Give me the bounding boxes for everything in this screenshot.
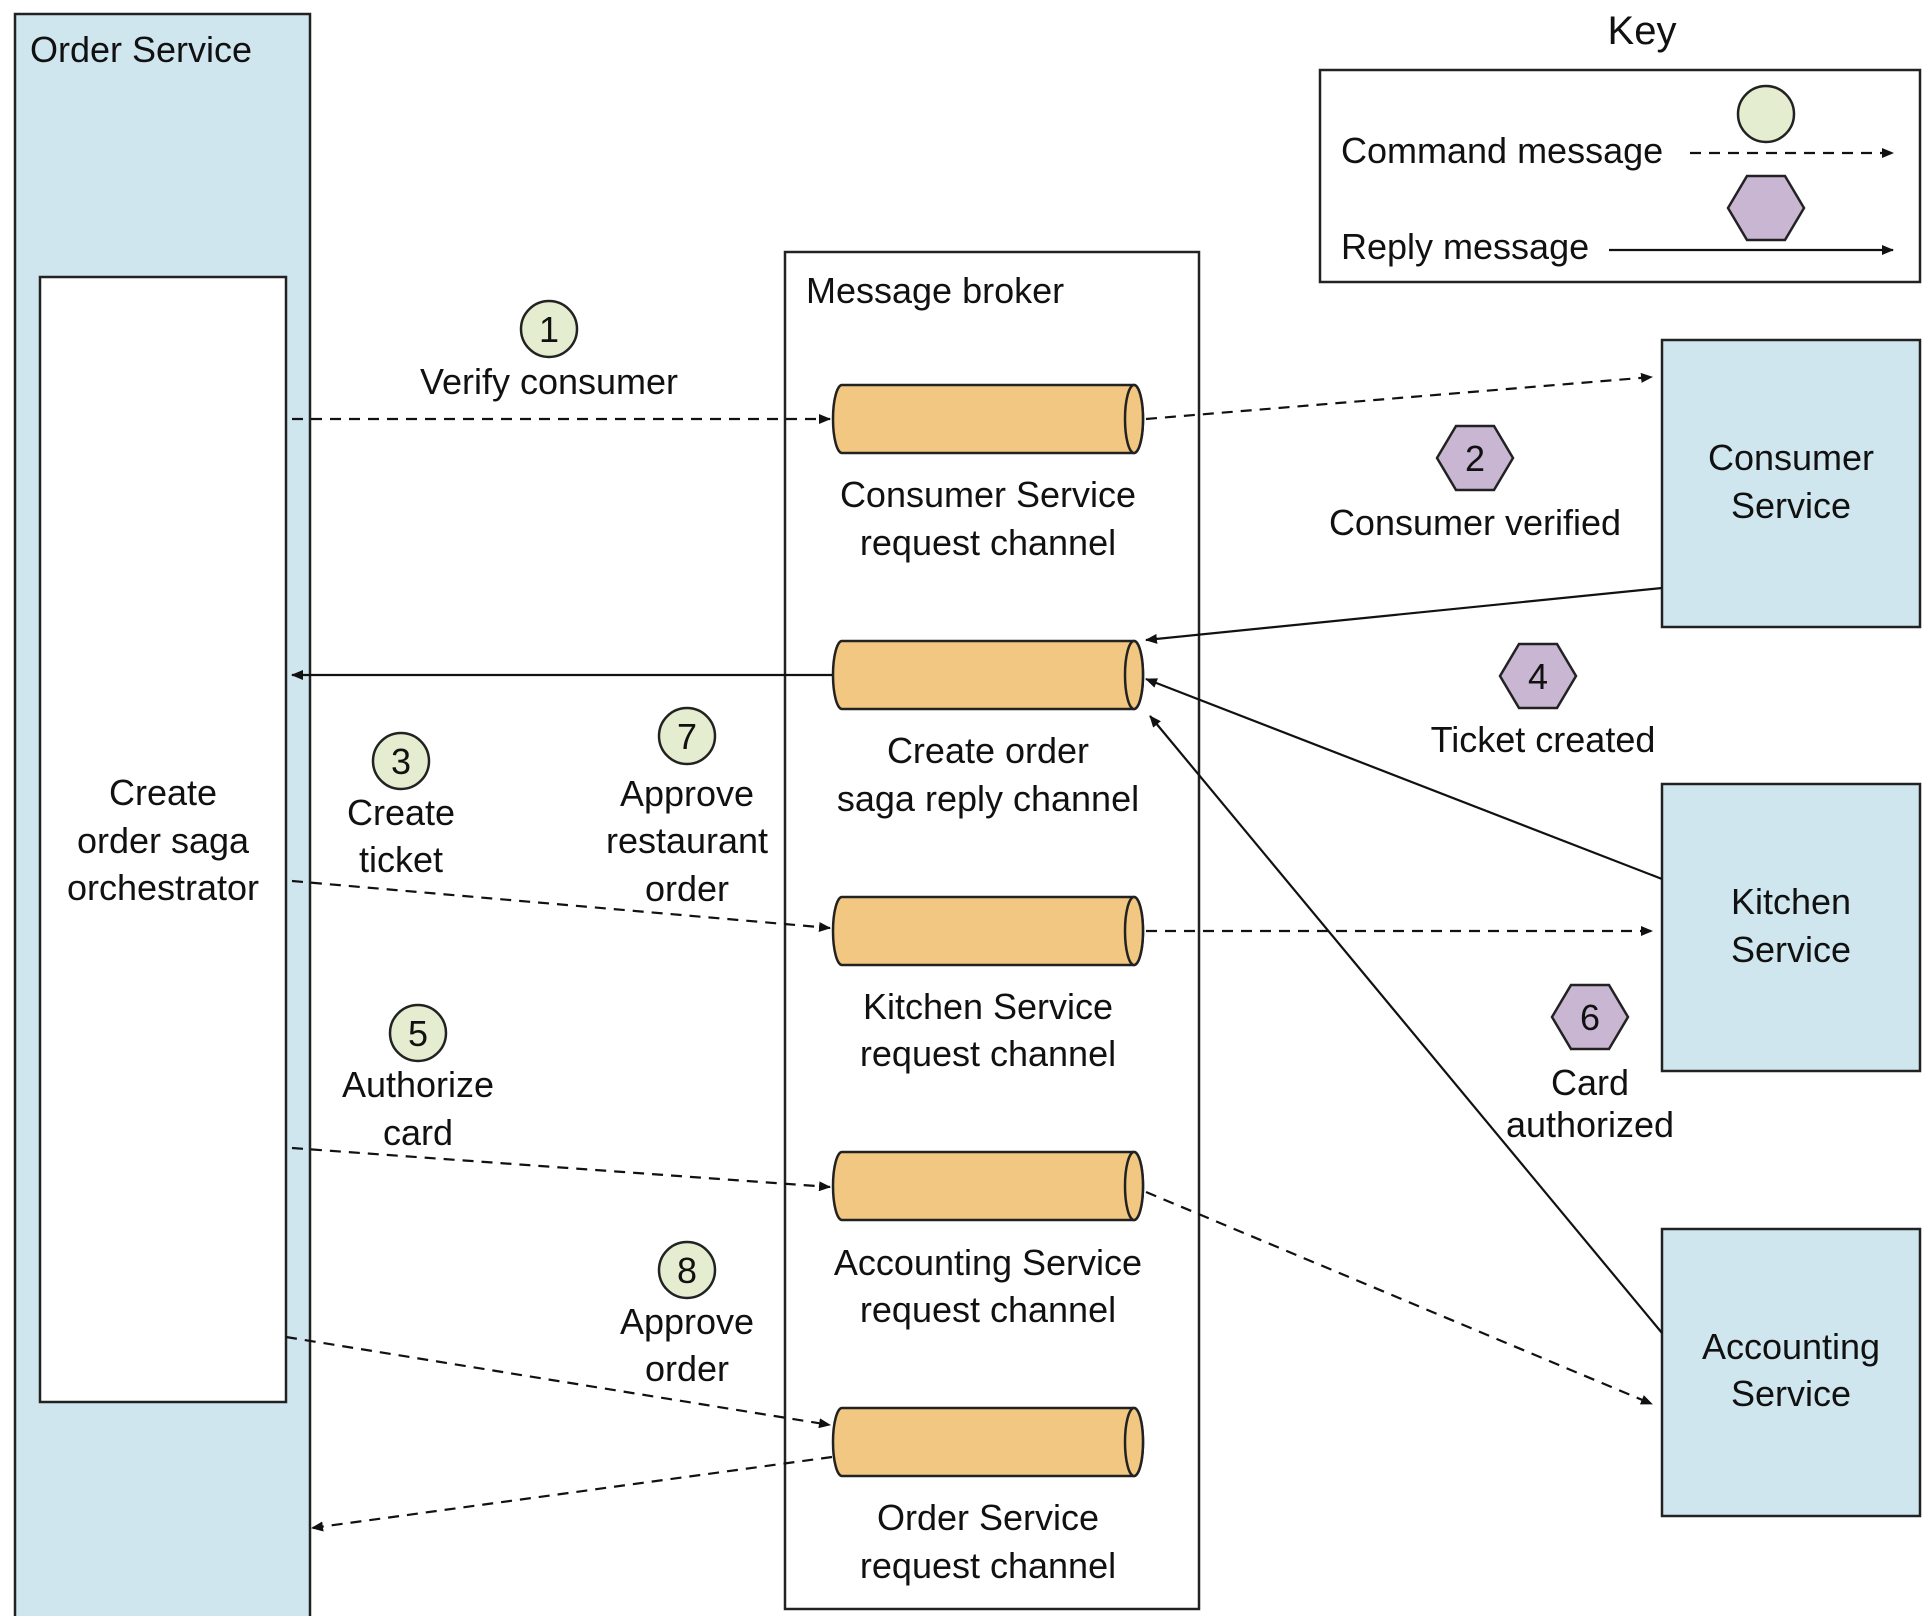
step-4-marker-icon xyxy=(1498,642,1578,710)
step-4-label: Ticket created xyxy=(1431,719,1656,760)
step-3: 3 Create ticket xyxy=(347,731,455,880)
step-1-number: 1 xyxy=(539,309,559,350)
order-service: Order Service Create order saga orchestr… xyxy=(13,12,312,1616)
step-4: 4 Ticket created xyxy=(1431,642,1656,760)
step-5-label-2: card xyxy=(383,1112,453,1153)
step-8-label-1: Approve xyxy=(620,1301,754,1342)
step-5-label-1: Authorize xyxy=(342,1064,494,1105)
consumer-service-label-1: Consumer xyxy=(1708,437,1874,478)
step-8: 8 Approve order xyxy=(620,1240,754,1389)
arrow-consumer-verified xyxy=(1145,586,1663,644)
step-3-number: 3 xyxy=(391,741,411,782)
key-command-label: Command message xyxy=(1341,130,1663,171)
channel-accounting-label-2: request channel xyxy=(860,1289,1116,1330)
step-2: 2 Consumer verified xyxy=(1329,424,1621,543)
channel-kitchen-label-1: Kitchen Service xyxy=(863,986,1113,1027)
channel-kitchen-request: Kitchen Service request channel xyxy=(831,895,1145,1074)
step-3-label-1: Create xyxy=(347,792,455,833)
step-6-label-1: Card xyxy=(1551,1062,1629,1103)
accounting-service-label-2: Service xyxy=(1731,1373,1851,1414)
channel-consumer-label-2: request channel xyxy=(860,522,1116,563)
channel-order-request: Order Service request channel xyxy=(831,1406,1145,1586)
orchestrator-label-2: order saga xyxy=(77,820,250,861)
arrow-ticket-created xyxy=(1145,677,1663,881)
channel-consumer-request: Consumer Service request channel xyxy=(831,383,1145,563)
step-6-number: 6 xyxy=(1580,997,1600,1038)
order-service-title: Order Service xyxy=(30,29,252,70)
step-7: 7 Approve restaurant order xyxy=(606,706,768,909)
step-5: 5 Authorize card xyxy=(342,1003,494,1153)
step-1-label: Verify consumer xyxy=(420,361,678,402)
step-3-marker-icon xyxy=(371,731,431,791)
step-6-label-2: authorized xyxy=(1506,1104,1674,1145)
consumer-service-label-2: Service xyxy=(1731,485,1851,526)
arrow-approve-order xyxy=(285,1335,831,1429)
step-6: 6 Card authorized xyxy=(1506,983,1674,1145)
accounting-service: Accounting Service xyxy=(1660,1227,1922,1518)
arrow-order-channel-to-order-service xyxy=(311,1455,833,1532)
accounting-service-label-1: Accounting xyxy=(1702,1326,1880,1367)
kitchen-service: Kitchen Service xyxy=(1660,782,1922,1073)
message-broker-title: Message broker xyxy=(806,270,1064,311)
key: Key Command message Reply message xyxy=(1318,9,1922,284)
channel-accounting-request: Accounting Service request channel xyxy=(831,1150,1145,1330)
step-7-label-2: restaurant xyxy=(606,820,768,861)
step-5-marker-icon xyxy=(388,1003,448,1063)
orchestrator-label-3: orchestrator xyxy=(67,867,259,908)
saga-orchestrator: Create order saga orchestrator xyxy=(38,275,288,1404)
channel-kitchen-label-2: request channel xyxy=(860,1033,1116,1074)
reply-marker-icon xyxy=(1726,174,1806,242)
arrow-create-ticket xyxy=(291,879,831,933)
step-6-marker-icon xyxy=(1550,983,1630,1051)
orchestrator-label-1: Create xyxy=(109,772,217,813)
key-title: Key xyxy=(1608,9,1677,53)
kitchen-service-label-2: Service xyxy=(1731,929,1851,970)
channel-reply-label-1: Create order xyxy=(887,730,1089,771)
channel-order-label-2: request channel xyxy=(860,1545,1116,1586)
step-2-label: Consumer verified xyxy=(1329,502,1621,543)
channel-consumer-label-1: Consumer Service xyxy=(840,474,1136,515)
step-3-label-2: ticket xyxy=(359,839,443,880)
step-7-marker-icon xyxy=(657,706,717,766)
arrow-accounting-channel-to-service xyxy=(1145,1190,1653,1406)
consumer-service: Consumer Service xyxy=(1660,338,1922,629)
arrow-consumer-channel-to-service xyxy=(1145,372,1653,421)
step-2-marker-icon xyxy=(1435,424,1515,492)
step-8-label-2: order xyxy=(645,1348,729,1389)
arrow-authorize-card xyxy=(291,1146,831,1192)
step-1-marker-icon xyxy=(519,299,579,359)
step-8-marker-icon xyxy=(657,1240,717,1300)
step-2-number: 2 xyxy=(1465,438,1485,479)
step-7-number: 7 xyxy=(677,716,697,757)
command-marker-icon xyxy=(1736,84,1796,144)
channel-reply-label-2: saga reply channel xyxy=(837,778,1139,819)
key-reply-label: Reply message xyxy=(1341,226,1589,267)
step-5-number: 5 xyxy=(408,1013,428,1054)
channel-order-label-1: Order Service xyxy=(877,1497,1099,1538)
step-8-number: 8 xyxy=(677,1250,697,1291)
step-7-label-3: order xyxy=(645,868,729,909)
channel-accounting-label-1: Accounting Service xyxy=(834,1242,1142,1283)
step-1: 1 Verify consumer xyxy=(420,299,678,402)
step-4-number: 4 xyxy=(1528,656,1548,697)
channel-saga-reply: Create order saga reply channel xyxy=(831,639,1145,819)
step-7-label-1: Approve xyxy=(620,773,754,814)
kitchen-service-label-1: Kitchen xyxy=(1731,881,1851,922)
arrow-card-authorized xyxy=(1149,715,1663,1334)
